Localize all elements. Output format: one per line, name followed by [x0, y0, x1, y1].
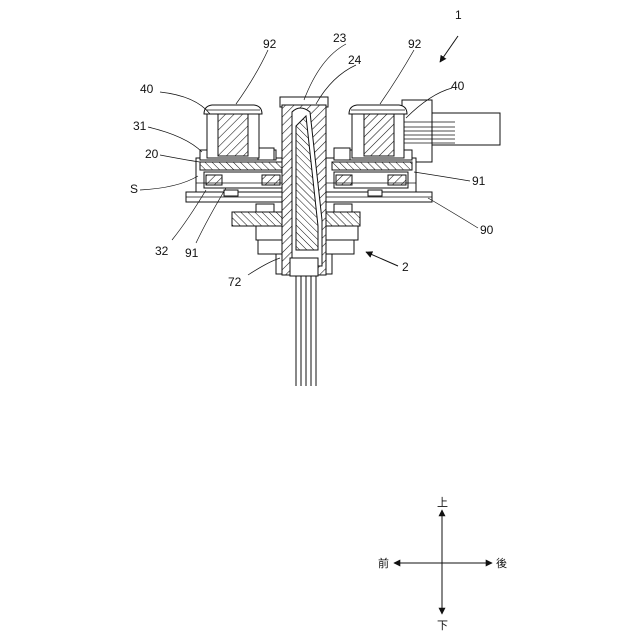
connector-harness [402, 100, 500, 162]
label-91-left: 91 [185, 246, 199, 260]
label-91-right: 91 [472, 174, 486, 188]
label-92-left: 92 [263, 37, 277, 51]
direction-front-label: 前 [378, 556, 389, 570]
label-24: 24 [348, 53, 362, 67]
right-coil-40 [349, 105, 407, 158]
label-32: 32 [155, 244, 169, 258]
label-40-left: 40 [140, 82, 154, 96]
label-20: 20 [145, 147, 159, 161]
direction-back-label: 後 [496, 556, 507, 570]
label-s: S [130, 182, 138, 196]
lead-wires [296, 276, 316, 386]
direction-down-label: 下 [437, 619, 448, 632]
direction-up-label: 上 [437, 496, 448, 509]
label-72: 72 [228, 275, 242, 289]
central-shaft [280, 97, 328, 276]
label-92-right: 92 [408, 37, 422, 51]
label-23: 23 [333, 31, 347, 45]
label-2: 2 [402, 260, 409, 274]
label-40-right: 40 [451, 79, 465, 93]
direction-indicator: 上 下 前 後 [378, 496, 507, 632]
left-coil-40 [204, 105, 262, 158]
label-90: 90 [480, 223, 494, 237]
label-1: 1 [455, 8, 462, 22]
label-31: 31 [133, 119, 147, 133]
